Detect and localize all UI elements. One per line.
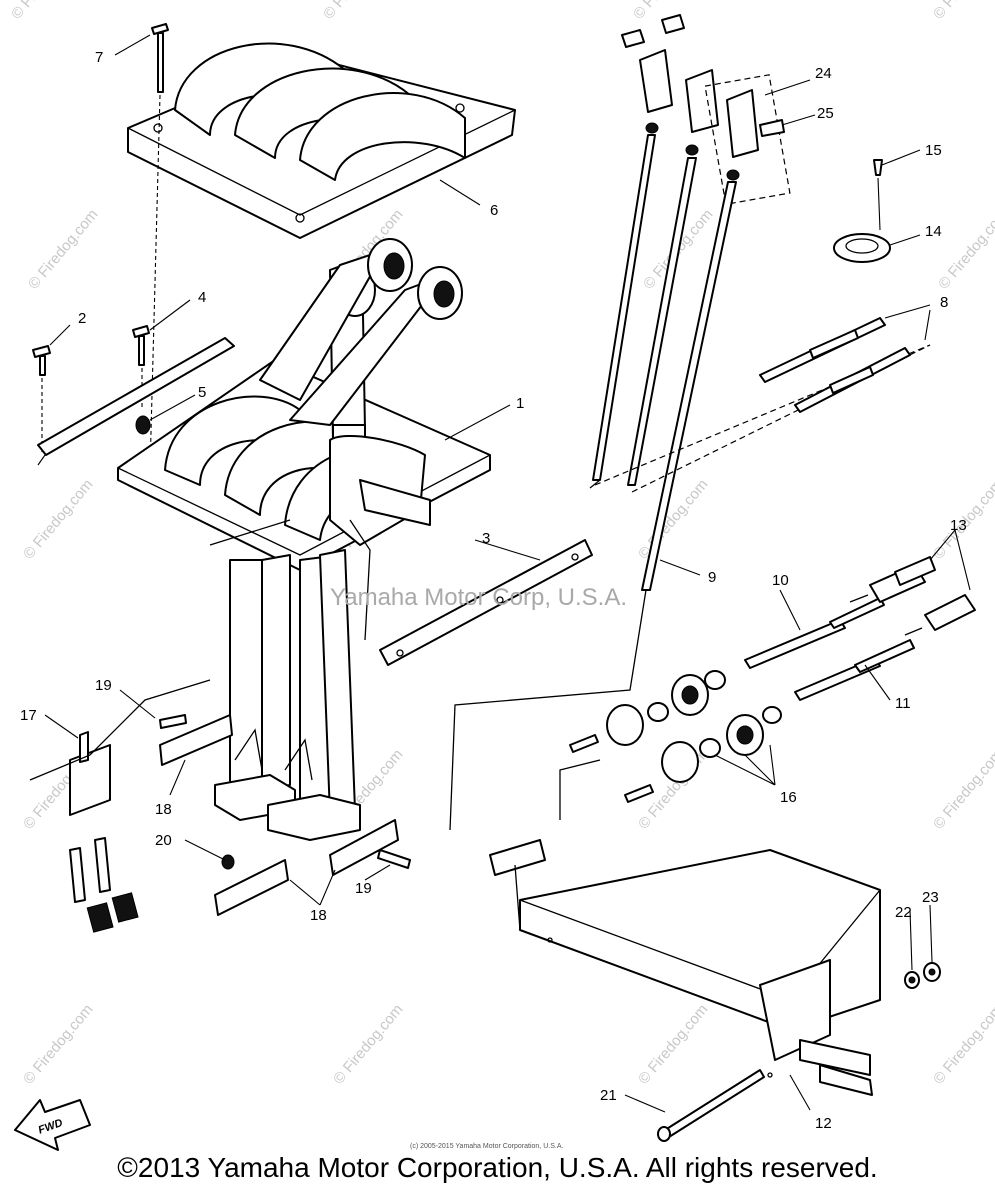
part-24-cable-ends bbox=[621, 14, 791, 205]
watermark-tile: © Firedog.com bbox=[930, 746, 995, 832]
fine-print: (c) 2005-2015 Yamaha Motor Corporation, … bbox=[410, 1143, 563, 1150]
part-21-long-bolt bbox=[657, 1069, 765, 1142]
part-17-neutral-switch bbox=[29, 679, 211, 933]
watermark-tile: © Firedog.com bbox=[935, 206, 995, 292]
leader-lines bbox=[44, 34, 971, 1113]
callout-10: 10 bbox=[772, 572, 789, 589]
part-7-screw bbox=[149, 23, 169, 471]
watermark-tile: © Firedog.com bbox=[25, 206, 101, 292]
callout-18: 18 bbox=[310, 907, 327, 924]
callout-22: 22 bbox=[895, 904, 912, 921]
callout-25: 25 bbox=[817, 105, 834, 122]
callout-23: 23 bbox=[922, 889, 939, 906]
callout-12: 12 bbox=[815, 1115, 832, 1132]
watermark-tile: © Firedog.com bbox=[930, 1001, 995, 1087]
watermark-tile: © Firedog.com bbox=[330, 1001, 406, 1087]
callout-13: 13 bbox=[950, 517, 967, 534]
callout-7: 7 bbox=[95, 49, 103, 66]
part-15-screw bbox=[873, 159, 883, 231]
callout-9: 9 bbox=[708, 569, 716, 586]
part-8-cable-end bbox=[759, 317, 911, 413]
part-25-pin bbox=[759, 119, 785, 137]
part-5-nut bbox=[135, 415, 151, 435]
part-11-rod bbox=[794, 639, 915, 701]
part-2-bracket-rod bbox=[37, 337, 235, 466]
watermark-tile: © Firedog.com bbox=[320, 0, 396, 23]
callout-8: 8 bbox=[940, 294, 948, 311]
watermark-tile: © Firedog.com bbox=[8, 0, 84, 23]
part-12-actuator-box bbox=[489, 839, 881, 1096]
watermark-tile: © Firedog.com bbox=[20, 476, 96, 562]
watermark-center: Yamaha Motor Corp, U.S.A. bbox=[330, 584, 627, 611]
part-14-grommet bbox=[833, 233, 891, 263]
part-23-nut bbox=[923, 962, 941, 982]
callout-labels: 7 6 24 25 15 14 8 2 4 5 1 3 9 10 13 11 1… bbox=[20, 49, 967, 1132]
callout-21: 21 bbox=[600, 1087, 617, 1104]
callout-2: 2 bbox=[78, 310, 86, 327]
callout-1: 1 bbox=[516, 395, 524, 412]
watermark-tile: © Firedog.com bbox=[930, 0, 995, 23]
part-19-bolt bbox=[159, 714, 411, 869]
callout-6: 6 bbox=[490, 202, 498, 219]
watermark-tile: © Firedog.com bbox=[635, 1001, 711, 1087]
part-16-bushings bbox=[569, 670, 782, 803]
callout-20: 20 bbox=[155, 832, 172, 849]
part-13-fittings bbox=[849, 556, 976, 636]
part-1-control-lever-assembly bbox=[117, 238, 491, 841]
watermark-tile: © Firedog.com bbox=[20, 1001, 96, 1087]
copyright-notice: ©2013 Yamaha Motor Corporation, U.S.A. A… bbox=[117, 1152, 878, 1183]
part-4-bolt bbox=[132, 325, 150, 410]
part-10-rod bbox=[744, 597, 885, 669]
callout-5: 5 bbox=[198, 384, 206, 401]
callout-17: 17 bbox=[20, 707, 37, 724]
callout-15: 15 bbox=[925, 142, 942, 159]
callout-14: 14 bbox=[925, 223, 942, 240]
callout-4: 4 bbox=[198, 289, 206, 306]
callout-11: 11 bbox=[895, 695, 911, 712]
part-3-plate bbox=[379, 539, 593, 666]
callout-24: 24 bbox=[815, 65, 832, 82]
part-20-nut bbox=[221, 854, 235, 870]
callout-18: 18 bbox=[155, 801, 172, 818]
callout-3: 3 bbox=[482, 530, 490, 547]
callout-19: 19 bbox=[95, 677, 112, 694]
callout-19: 19 bbox=[355, 880, 372, 897]
part-6-cover-plate bbox=[127, 42, 516, 239]
callout-16: 16 bbox=[780, 789, 797, 806]
fwd-arrow-icon: FWD bbox=[14, 1099, 91, 1151]
part-22-washer bbox=[904, 971, 920, 989]
watermark-tile: © Firedog.com bbox=[635, 476, 711, 562]
part-18-plates bbox=[159, 714, 399, 916]
